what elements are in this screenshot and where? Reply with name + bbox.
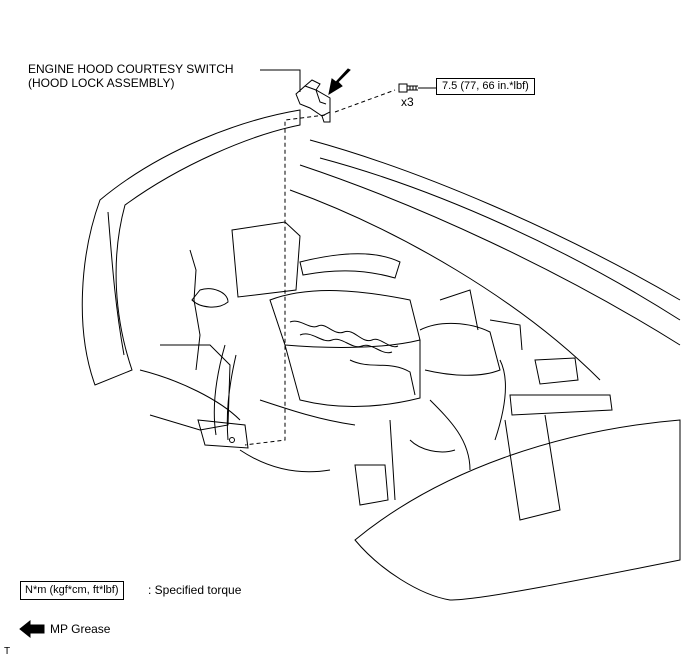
switch-location-leader (229, 89, 396, 446)
courtesy-switch-part (295, 79, 331, 123)
callout-leader (260, 69, 301, 92)
legend-unit-description: : Specified torque (148, 583, 242, 597)
callout-line-2: (HOOD LOCK ASSEMBLY) (28, 76, 175, 90)
fender-lines (289, 139, 681, 601)
footer-code: T (4, 646, 11, 657)
legend-grease-label: MP Grease (50, 622, 111, 636)
hood-outline (81, 109, 301, 386)
legend-unit-box: N*m (kgf*cm, ft*lbf) (20, 581, 124, 600)
torque-spec-box: 7.5 (77, 66 in.*lbf) (436, 78, 535, 95)
callout-title: ENGINE HOOD COURTESY SWITCH (HOOD LOCK A… (28, 62, 234, 90)
grease-arrow-icon (328, 68, 351, 96)
legend-grease-arrow-icon (19, 619, 45, 639)
engine-block (139, 221, 613, 521)
callout-line-1: ENGINE HOOD COURTESY SWITCH (28, 62, 234, 76)
bolt-quantity: x3 (401, 95, 414, 109)
bolt-icon (398, 83, 418, 93)
